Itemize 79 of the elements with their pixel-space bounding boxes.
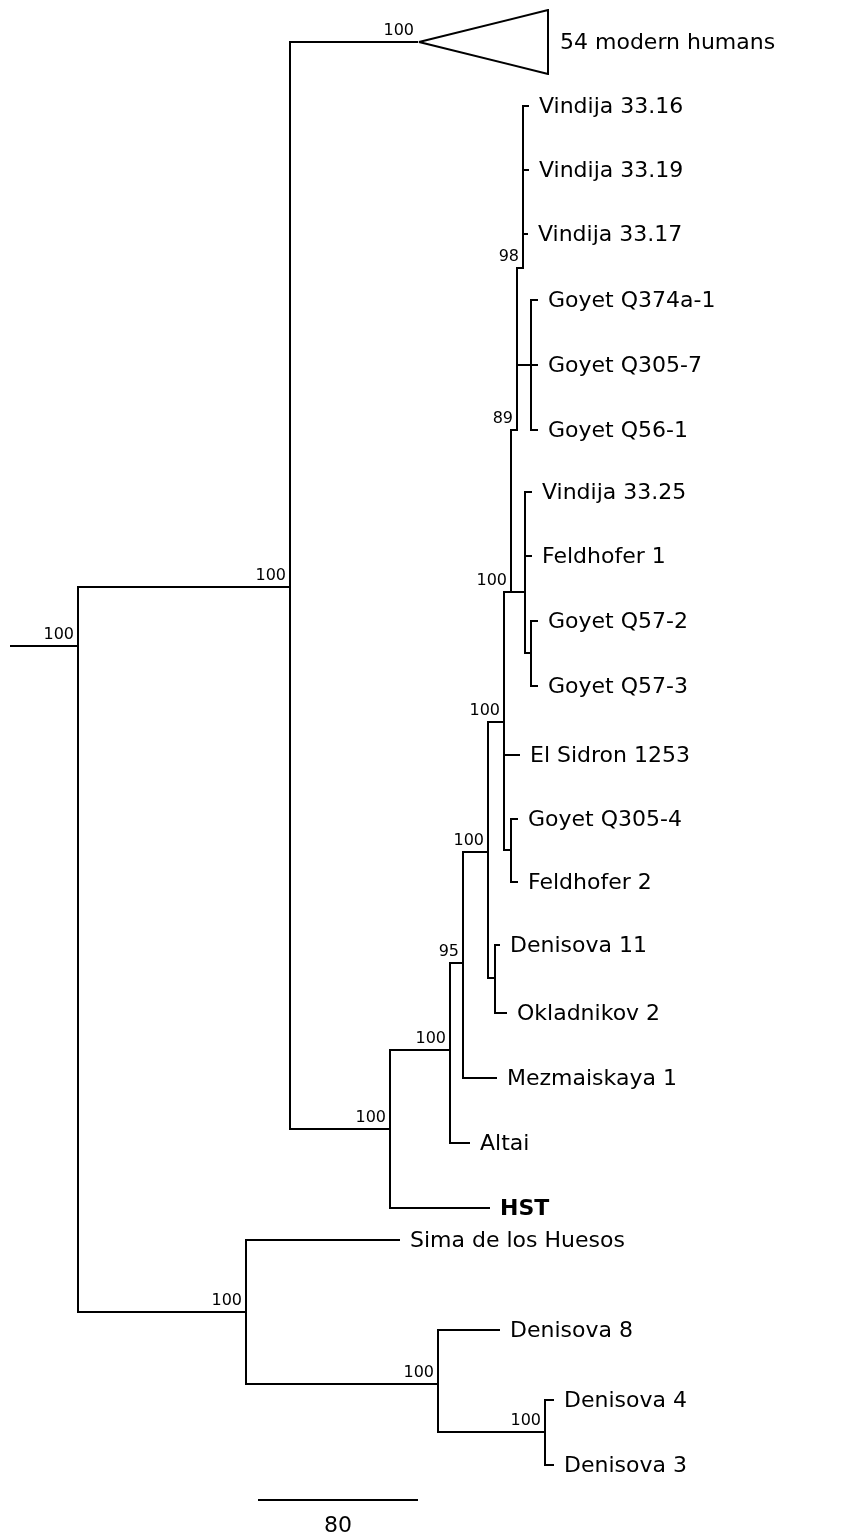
bootstrap-value: 100 bbox=[476, 571, 507, 589]
taxon-label: Vindija 33.17 bbox=[528, 220, 683, 248]
tree-branch bbox=[488, 977, 495, 979]
bootstrap-value: 100 bbox=[415, 1029, 446, 1047]
tree-branch bbox=[463, 851, 488, 853]
tree-branch bbox=[438, 1431, 545, 1433]
tree-branch bbox=[511, 429, 517, 431]
bootstrap-value: 100 bbox=[403, 1363, 434, 1381]
taxon-label: Altai bbox=[470, 1129, 530, 1157]
taxon-label: Denisova 11 bbox=[500, 931, 647, 959]
taxon-label: Denisova 8 bbox=[500, 1316, 633, 1344]
taxon-label: Vindija 33.16 bbox=[529, 92, 684, 120]
taxon-label: Goyet Q57-2 bbox=[538, 607, 688, 635]
tree-branch bbox=[488, 721, 504, 723]
tree-branch bbox=[545, 1399, 555, 1401]
tree-branch bbox=[523, 105, 530, 107]
bootstrap-value: 100 bbox=[255, 566, 286, 584]
tree-branch bbox=[525, 652, 531, 654]
tree-branch bbox=[246, 1383, 438, 1385]
tree-branch bbox=[246, 1239, 401, 1241]
tree-branch bbox=[504, 754, 521, 756]
bootstrap-value: 100 bbox=[453, 831, 484, 849]
tree-branch bbox=[531, 429, 539, 431]
tree-branch bbox=[495, 944, 501, 946]
tree-branch bbox=[525, 491, 533, 493]
tree-branch bbox=[511, 818, 519, 820]
tree-branch bbox=[523, 233, 529, 235]
scale-label: 80 bbox=[323, 1512, 353, 1538]
taxon-label: Denisova 3 bbox=[554, 1451, 687, 1479]
taxon-label: HST bbox=[490, 1194, 550, 1222]
bootstrap-value: 100 bbox=[355, 1108, 386, 1126]
bootstrap-value: 98 bbox=[498, 247, 519, 265]
taxon-label: Vindija 33.19 bbox=[529, 156, 684, 184]
tree-branch bbox=[523, 169, 530, 171]
tree-branch bbox=[511, 591, 525, 593]
taxon-label: Goyet Q305-4 bbox=[518, 805, 682, 833]
taxon-label: Feldhofer 2 bbox=[518, 868, 652, 896]
taxon-label: Goyet Q305-7 bbox=[538, 351, 702, 379]
bootstrap-value: 100 bbox=[211, 1291, 242, 1309]
tree-branch bbox=[78, 1311, 246, 1313]
taxon-label: El Sidron 1253 bbox=[520, 741, 690, 769]
bootstrap-value: 89 bbox=[492, 409, 513, 427]
bootstrap-value: 100 bbox=[43, 625, 74, 643]
tree-branch bbox=[517, 267, 523, 269]
tree-branch bbox=[450, 962, 463, 964]
bootstrap-value: 100 bbox=[383, 21, 414, 39]
bootstrap-value: 100 bbox=[469, 701, 500, 719]
bootstrap-value: 95 bbox=[438, 942, 459, 960]
bootstrap-value: 100 bbox=[510, 1411, 541, 1429]
tree-branch bbox=[531, 685, 539, 687]
tree-branch bbox=[290, 41, 419, 43]
tree-branch bbox=[504, 849, 511, 851]
tree-branch bbox=[531, 620, 539, 622]
taxon-label: Feldhofer 1 bbox=[532, 542, 666, 570]
tree-branch bbox=[9, 645, 78, 647]
tree-branch bbox=[450, 1142, 471, 1144]
tree-branch bbox=[531, 364, 539, 366]
taxon-label: Okladnikov 2 bbox=[507, 999, 661, 1027]
tree-branch bbox=[504, 591, 511, 593]
tree-branch bbox=[438, 1329, 501, 1331]
tree-branch bbox=[390, 1049, 450, 1051]
tree-branch bbox=[495, 1012, 508, 1014]
tree-branch bbox=[290, 1128, 390, 1130]
tree-branch bbox=[517, 364, 531, 366]
taxon-label: Vindija 33.25 bbox=[532, 478, 687, 506]
taxon-label: 54 modern humans bbox=[559, 28, 776, 56]
taxon-label: Goyet Q374a-1 bbox=[538, 286, 716, 314]
taxon-label: Denisova 4 bbox=[554, 1386, 687, 1414]
tree-branch bbox=[525, 555, 533, 557]
taxon-label: Goyet Q57-3 bbox=[538, 672, 688, 700]
tree-branch bbox=[390, 1207, 491, 1209]
tree-branch bbox=[463, 1077, 498, 1079]
taxon-label: Mezmaiskaya 1 bbox=[497, 1064, 677, 1092]
taxon-label: Sima de los Huesos bbox=[400, 1226, 625, 1254]
tree-branch bbox=[531, 299, 539, 301]
taxon-label: Goyet Q56-1 bbox=[538, 416, 688, 444]
tree-branch bbox=[545, 1464, 555, 1466]
tree-branch bbox=[511, 881, 519, 883]
tree-branch bbox=[78, 586, 290, 588]
